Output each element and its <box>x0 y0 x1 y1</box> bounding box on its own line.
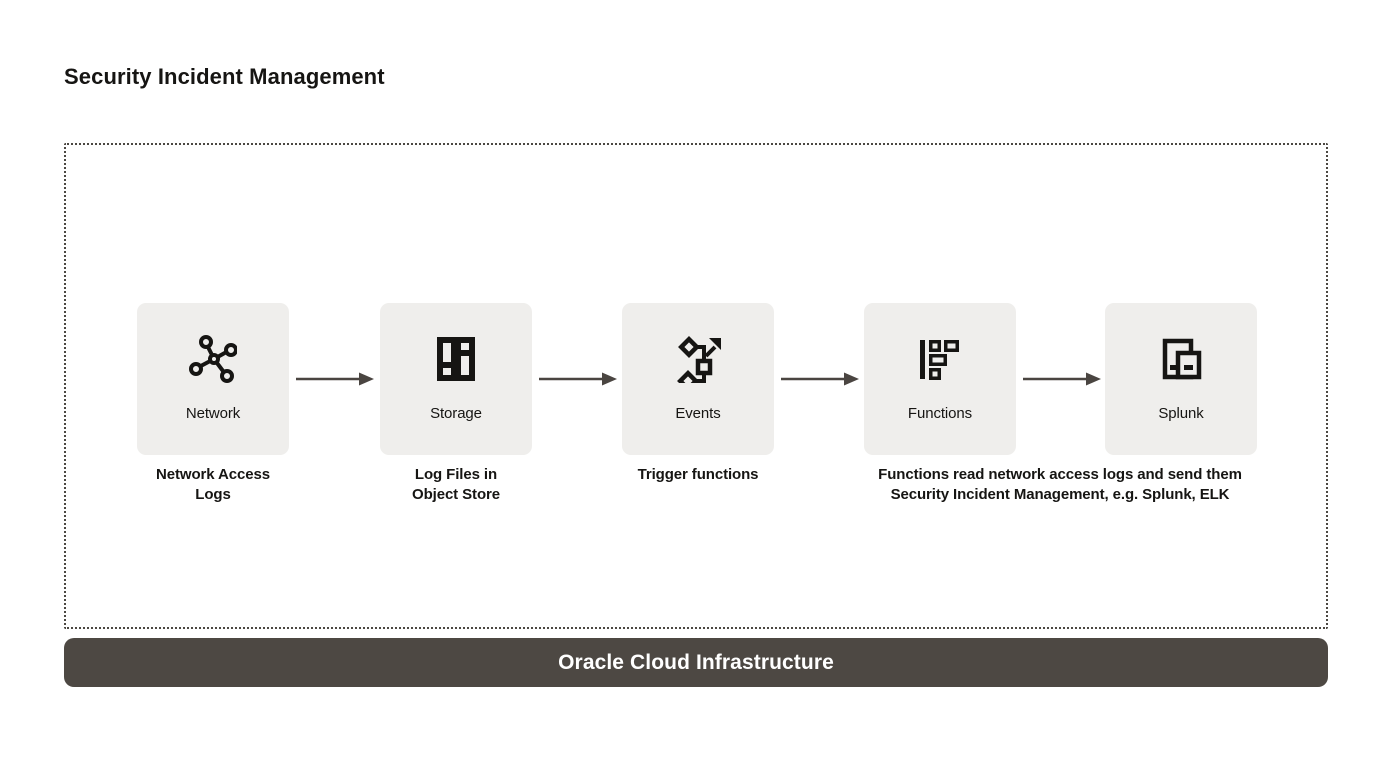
caption-line: Network Access <box>156 466 270 483</box>
functions-icon <box>916 334 964 384</box>
node-splunk-label: Splunk <box>1158 405 1204 422</box>
oci-banner-label: Oracle Cloud Infrastructure <box>558 650 834 674</box>
node-network-label: Network <box>185 405 241 422</box>
caption-line: Object Store <box>412 486 500 503</box>
caption-network-access-logs: Network Access Logs <box>93 465 333 505</box>
node-network: Network <box>137 303 289 455</box>
oci-banner: Oracle Cloud Infrastructure <box>64 638 1328 687</box>
arrow-events-to-functions <box>780 371 860 387</box>
events-icon <box>674 334 722 384</box>
node-functions-label: Functions <box>907 405 973 422</box>
caption-line: Trigger functions <box>637 466 759 483</box>
caption-functions-send-logs: Functions read network access logs and s… <box>860 465 1260 505</box>
node-functions: Functions <box>864 303 1016 455</box>
splunk-icon <box>1157 334 1205 384</box>
caption-line: Security Incident Management, e.g. Splun… <box>890 486 1230 503</box>
caption-log-files-object-store: Log Files in Object Store <box>336 465 576 505</box>
caption-line: Log Files in <box>414 466 498 483</box>
node-storage: Storage <box>380 303 532 455</box>
arrow-functions-to-splunk <box>1022 371 1102 387</box>
oci-boundary-container: Network Storage <box>64 143 1328 629</box>
arrow-network-to-storage <box>295 371 375 387</box>
network-icon <box>189 334 237 384</box>
caption-line: Functions read network access logs and s… <box>878 466 1242 483</box>
caption-trigger-functions: Trigger functions <box>578 465 818 485</box>
node-storage-label: Storage <box>430 405 482 422</box>
caption-line: Logs <box>195 486 231 503</box>
node-splunk: Splunk <box>1105 303 1257 455</box>
page-title: Security Incident Management <box>64 64 385 89</box>
node-events: Events <box>622 303 774 455</box>
storage-icon <box>432 334 480 384</box>
node-events-label: Events <box>675 405 721 422</box>
arrow-storage-to-events <box>538 371 618 387</box>
